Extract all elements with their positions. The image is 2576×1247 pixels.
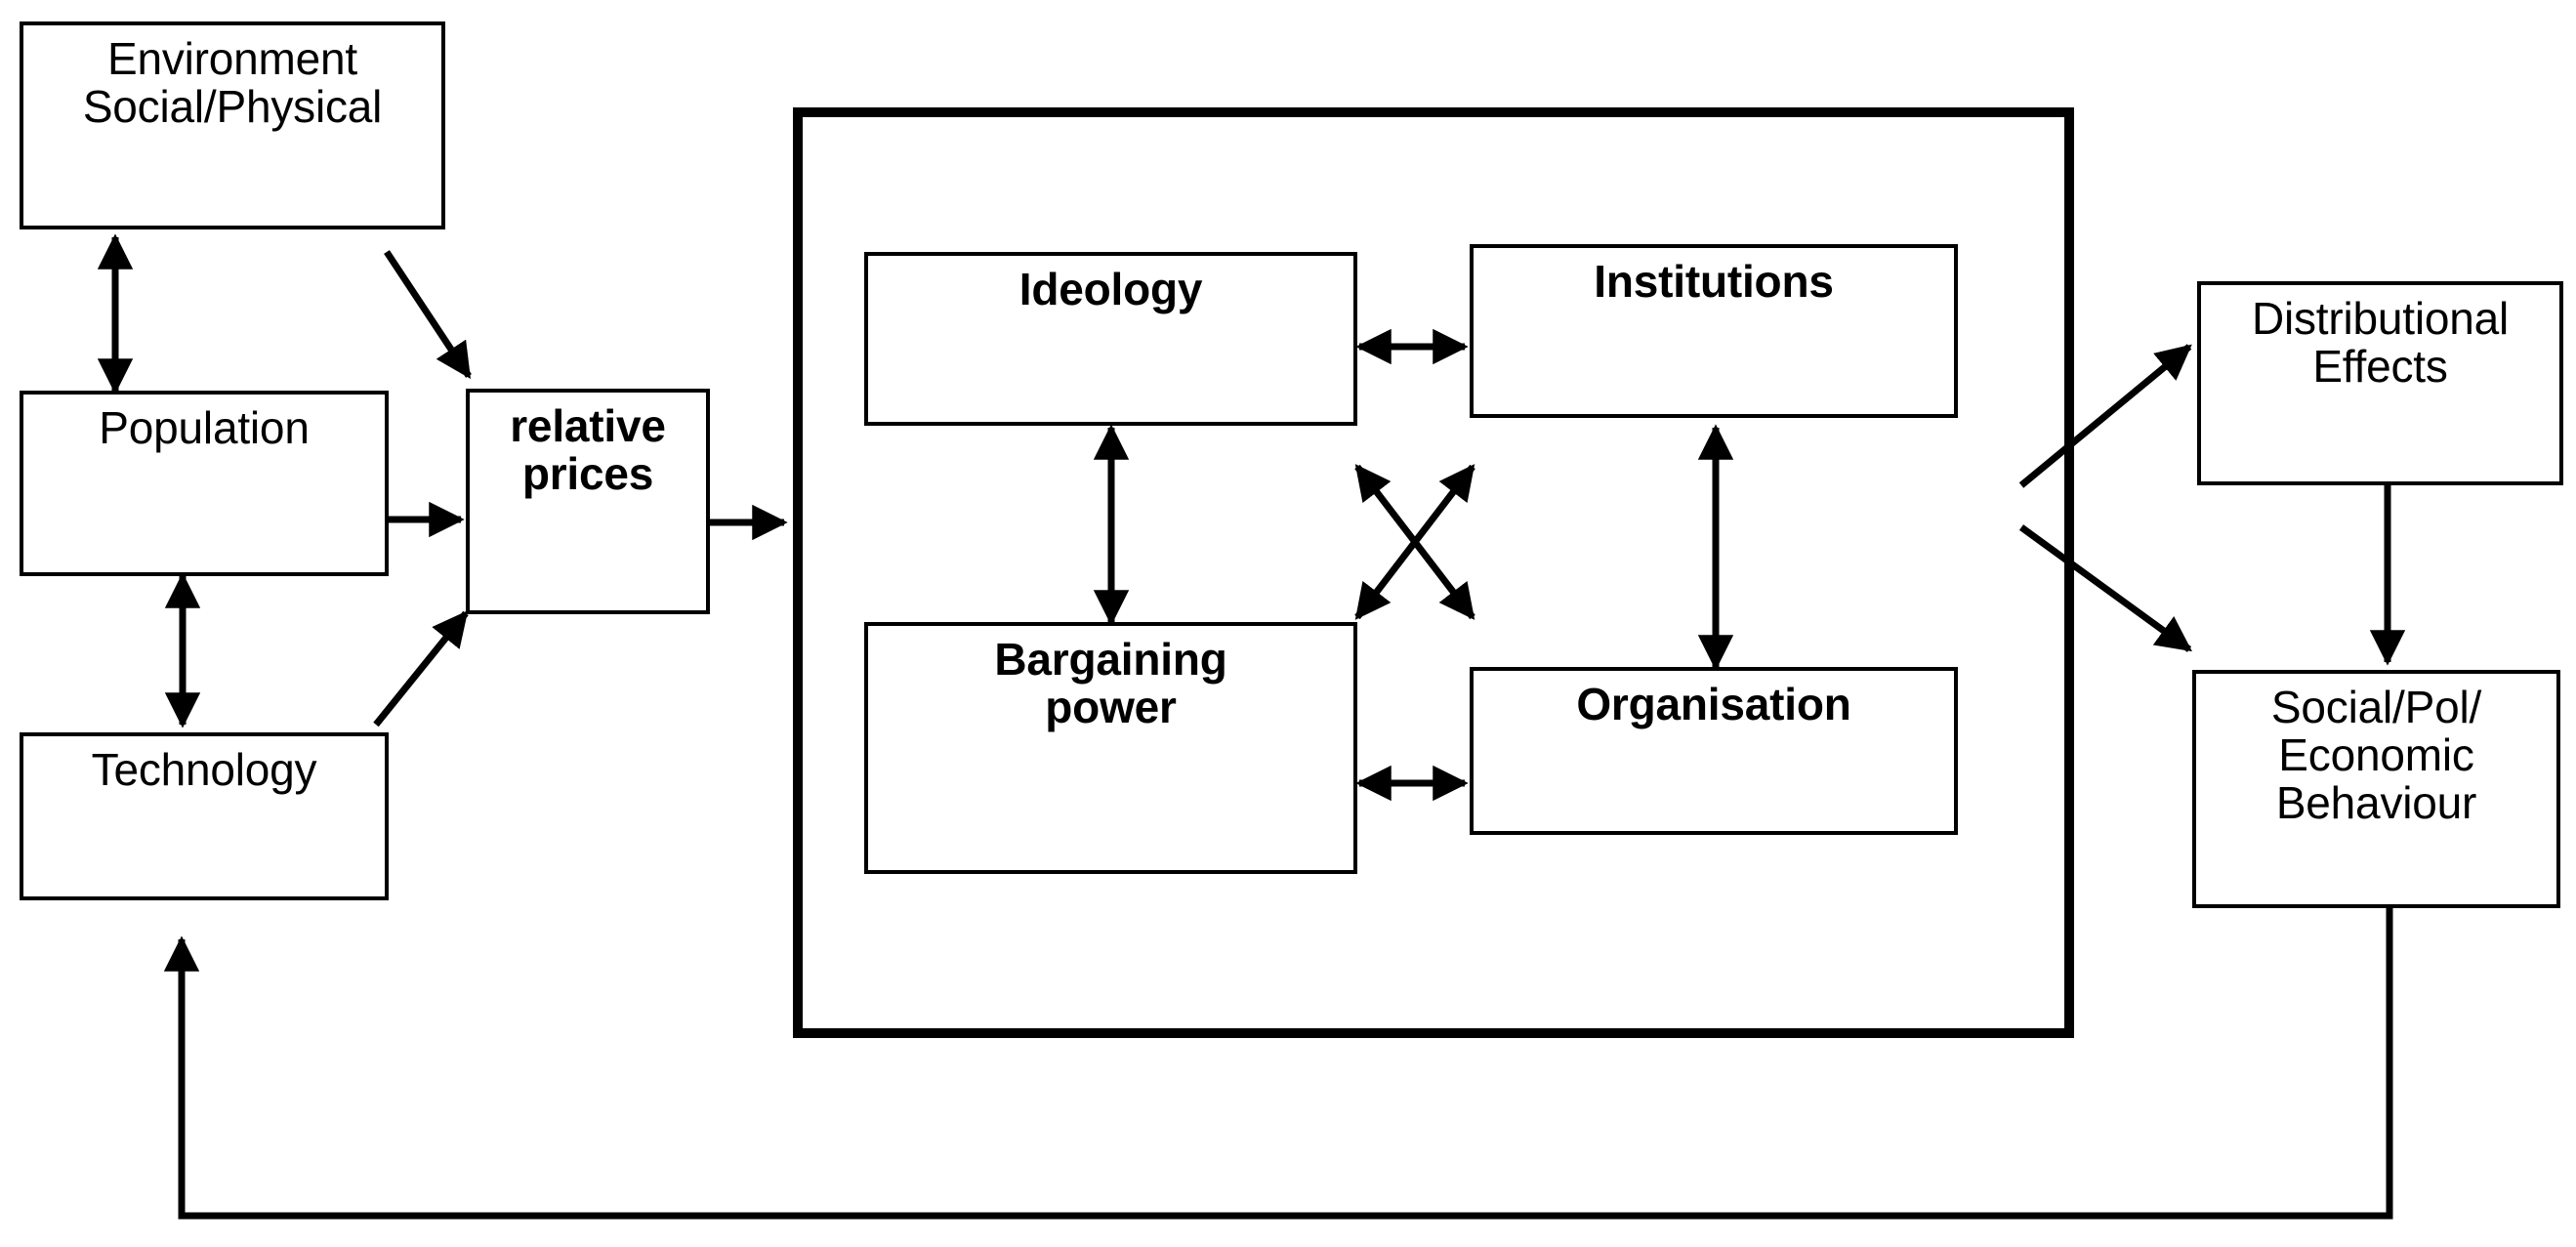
connector-core-behaviour [2018, 524, 2192, 652]
node-technology-label: Technology [91, 744, 317, 795]
node-relative-prices-label: relative prices [510, 400, 666, 500]
node-organisation-label: Organisation [1576, 679, 1851, 729]
node-ideology[interactable]: Ideology [864, 252, 1357, 426]
node-population-label: Population [99, 402, 310, 453]
node-bargaining-power-label: Bargaining power [994, 634, 1227, 733]
node-population[interactable]: Population [20, 391, 389, 576]
node-environment-label: Environment Social/Physical [82, 33, 383, 133]
connector-institutions-bargaining-power [1354, 464, 1475, 620]
node-behaviour-label: Social/Pol/ Economic Behaviour [2270, 682, 2482, 829]
node-institutions-label: Institutions [1594, 256, 1834, 307]
node-bargaining-power[interactable]: Bargaining power [864, 622, 1357, 874]
node-technology[interactable]: Technology [20, 732, 389, 900]
connector-core-distributional-effects [2018, 344, 2192, 488]
core-frame [793, 107, 2074, 1038]
node-ideology-label: Ideology [1018, 264, 1203, 314]
node-institutions[interactable]: Institutions [1470, 244, 1958, 418]
node-distributional-effects[interactable]: Distributional Effects [2197, 281, 2563, 485]
connector-environment-relative-prices [384, 250, 472, 380]
node-relative-prices[interactable]: relative prices [466, 389, 710, 614]
connector-technology-relative-prices [373, 610, 469, 727]
node-environment[interactable]: Environment Social/Physical [20, 21, 445, 229]
node-behaviour[interactable]: Social/Pol/ Economic Behaviour [2192, 670, 2560, 908]
connector-behaviour-technology-feedback [163, 908, 2393, 1220]
node-organisation[interactable]: Organisation [1470, 667, 1958, 835]
node-distributional-effects-label: Distributional Effects [2251, 293, 2510, 393]
